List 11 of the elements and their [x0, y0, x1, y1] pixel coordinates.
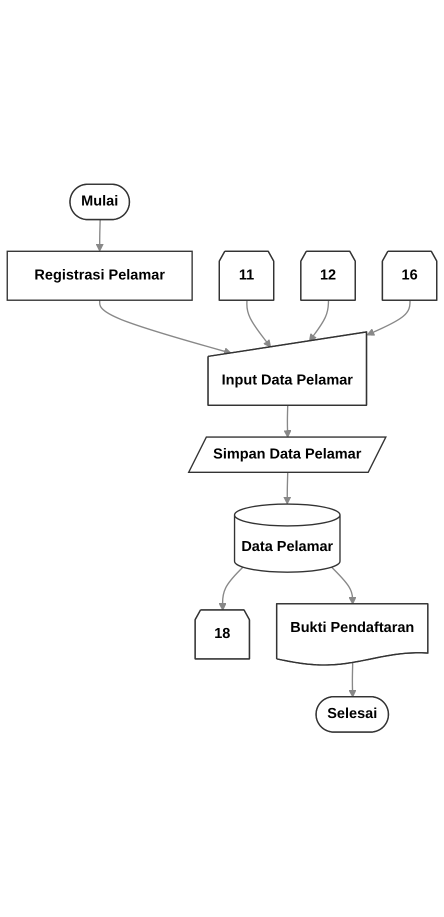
arrow — [308, 301, 330, 342]
arrow — [348, 663, 356, 698]
arrow — [246, 300, 272, 348]
arrow — [284, 406, 292, 438]
arrow — [99, 300, 232, 356]
arrow — [331, 567, 356, 606]
arrow — [96, 220, 104, 252]
arrow — [366, 300, 411, 336]
arrow — [283, 473, 292, 505]
node-box: Registrasi Pelamar — [6, 250, 193, 302]
arrow — [218, 567, 244, 612]
